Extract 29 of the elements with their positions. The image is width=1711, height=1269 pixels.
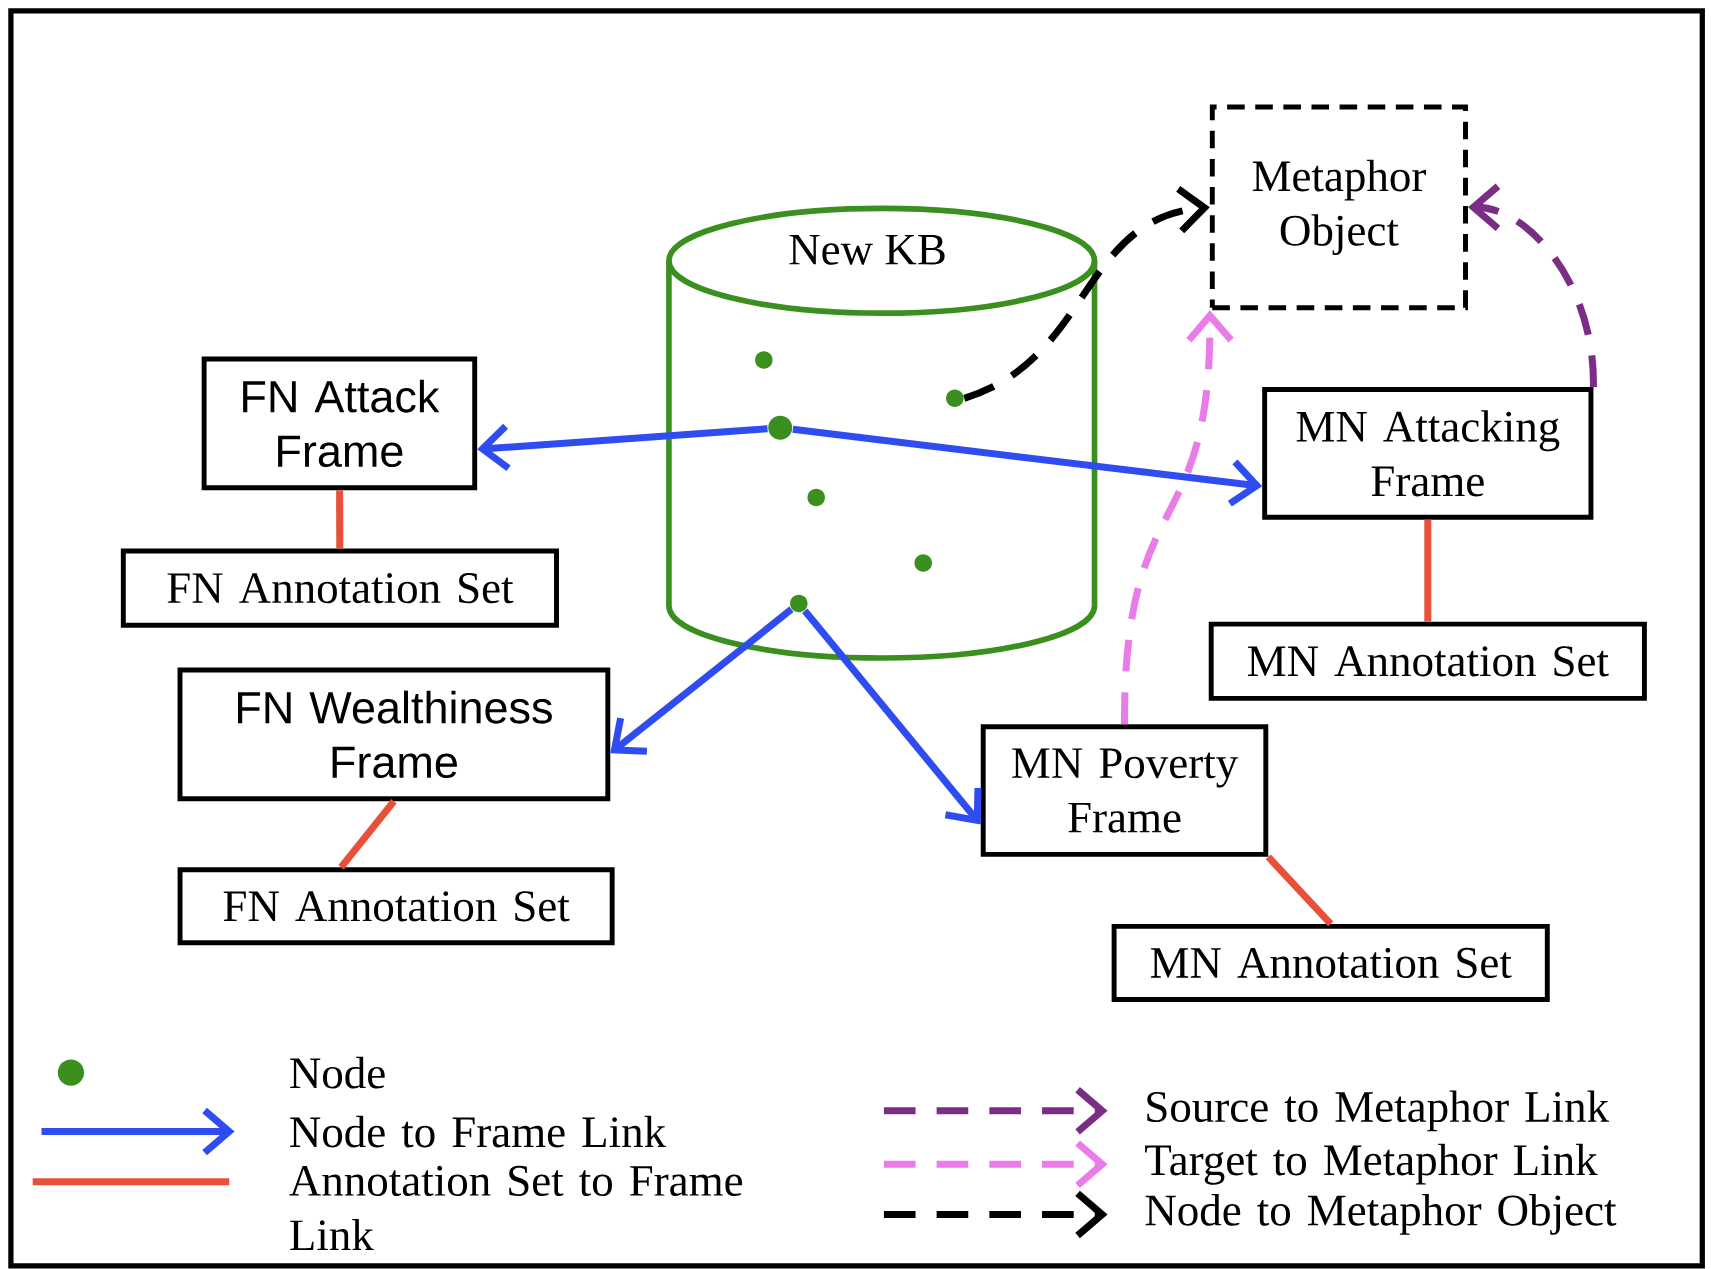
frame-box: FN Attack Frame [201,356,478,491]
connector-line [338,799,397,870]
frame-box: FN Wealthiness Frame [177,667,611,802]
connector-line [1265,854,1334,927]
metaphor-box: Metaphor Object [1209,104,1468,311]
dot [768,415,793,440]
arrow [1467,183,1597,388]
arrow [792,425,1263,507]
legend-text: Node to Frame Link [290,1115,667,1148]
dot [946,389,964,407]
frame-box: MN Attacking Frame [1262,387,1594,520]
arrow [802,608,982,825]
dot [790,594,808,613]
arrow [962,186,1210,402]
frame-box: MN Annotation Set [1111,923,1550,1002]
frame-box: FN Annotation Set [120,548,559,628]
arrow [1121,310,1234,725]
legend-text: Target to Metaphor Link [1145,1143,1598,1185]
legend-text: Annotation Set to Frame Link [289,1165,743,1251]
dot [807,488,825,507]
dot [914,554,932,572]
legend-text: Source to Metaphor Link [1147,1090,1610,1132]
arrow [610,606,794,755]
dot [755,351,773,369]
frame-box: MN Annotation Set [1208,621,1647,701]
frame-box: MN Poverty Frame [980,724,1269,857]
frame-box: FN Annotation Set [177,867,615,946]
legend-text: Node [290,1056,385,1089]
legend-text: Node to Metaphor Object [1145,1194,1617,1235]
